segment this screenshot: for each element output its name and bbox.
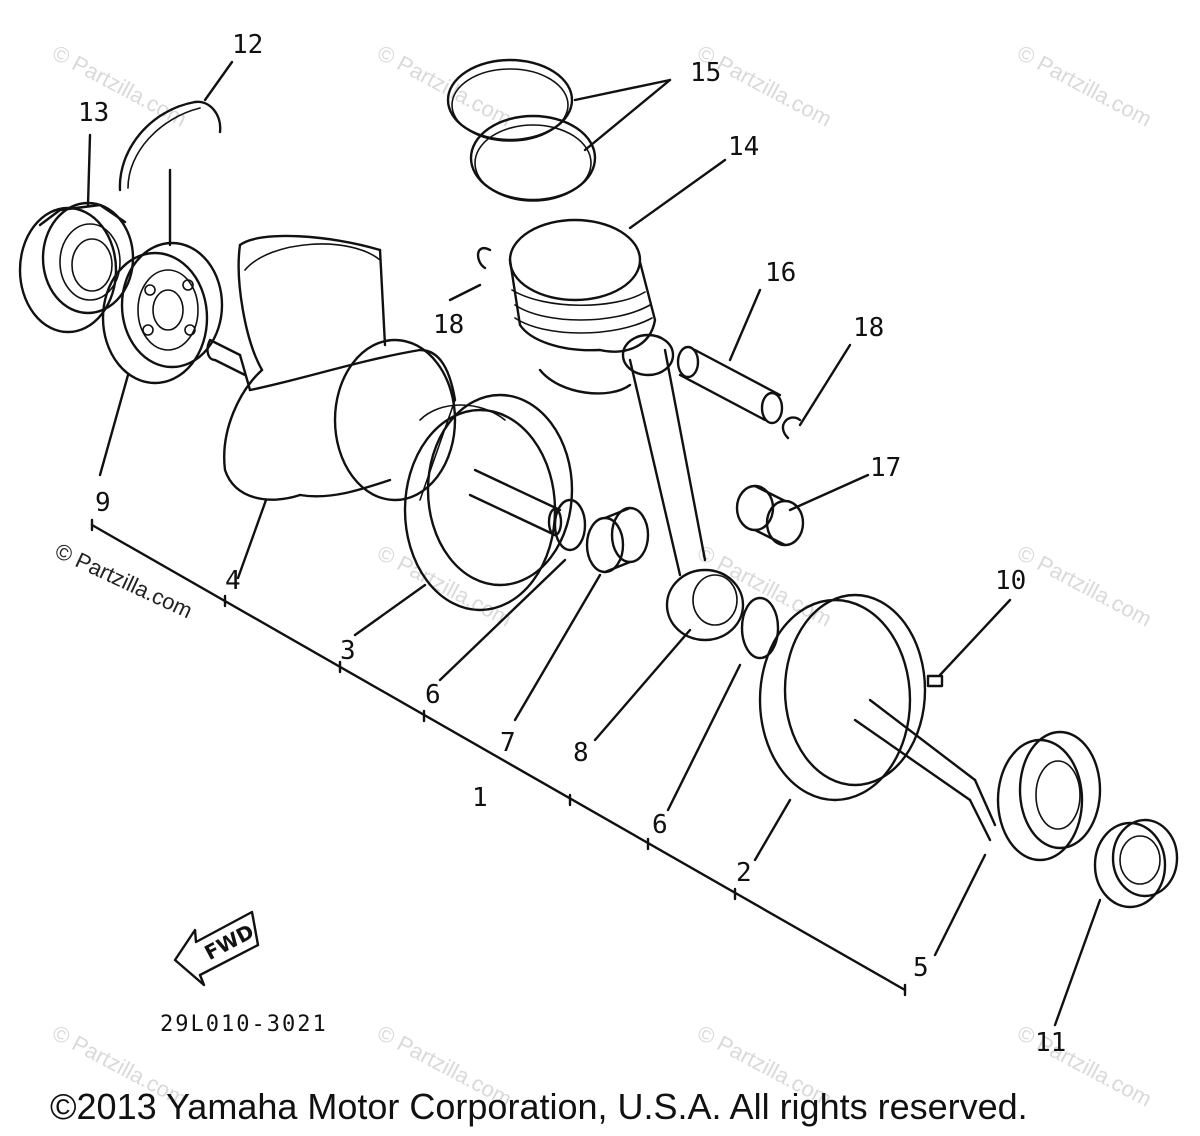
callout-11: 11: [1035, 1028, 1067, 1058]
callout-1: 1: [472, 783, 488, 813]
washer-6b-drawing: [740, 596, 780, 660]
diagram-part-code: 29L010-3021: [160, 1012, 328, 1037]
callout-2: 2: [736, 858, 752, 888]
flywheel-3-drawing: [403, 393, 574, 612]
flywheel-4-drawing: [223, 234, 457, 502]
callout-8: 8: [573, 738, 589, 768]
copyright-notice: ©2013 Yamaha Motor Corporation, U.S.A. A…: [50, 1086, 1028, 1127]
bearing-9-drawing: [101, 241, 224, 385]
circlip-12-drawing: [118, 100, 222, 192]
callout-14: 14: [728, 132, 760, 162]
callout-6: 6: [425, 680, 441, 710]
connecting-rod-8-drawing: [621, 333, 745, 642]
callout-13: 13: [78, 98, 110, 128]
washer-6-drawing: [553, 498, 587, 552]
oil-seal-11-drawing: [1093, 818, 1179, 909]
piston-pin-16-drawing: [676, 345, 784, 425]
circlip-18b-drawing: [781, 416, 802, 440]
callout-5: 5: [913, 953, 929, 983]
callout-16: 16: [765, 258, 797, 288]
callout-10: 10: [995, 566, 1027, 596]
circlip-18-drawing: [476, 247, 492, 270]
callout-17: 17: [870, 453, 902, 483]
callout-3: 3: [340, 636, 356, 666]
leader-lines: [86, 60, 1102, 1027]
callout-15: 15: [690, 58, 722, 88]
key-10-drawing: [926, 674, 944, 688]
piston-14-drawing: [508, 218, 657, 395]
callout-18: 18: [853, 313, 885, 343]
assembly-reference-line: [90, 518, 907, 997]
callout-7: 7: [500, 728, 516, 758]
callout-18: 18: [433, 310, 465, 340]
needle-bearing-17-drawing: [735, 484, 805, 547]
fwd-arrow-icon: [173, 910, 260, 987]
needle-bearing-7-drawing: [585, 506, 650, 574]
oil-seal-13-drawing: [18, 201, 135, 334]
piston-rings-15-drawing: [446, 58, 597, 202]
bearing-5-drawing: [996, 730, 1102, 862]
flywheel-2-drawing: [758, 593, 997, 842]
callout-9: 9: [95, 488, 111, 518]
callout-12: 12: [232, 30, 264, 60]
callout-4: 4: [225, 566, 241, 596]
callout-6: 6: [652, 810, 668, 840]
